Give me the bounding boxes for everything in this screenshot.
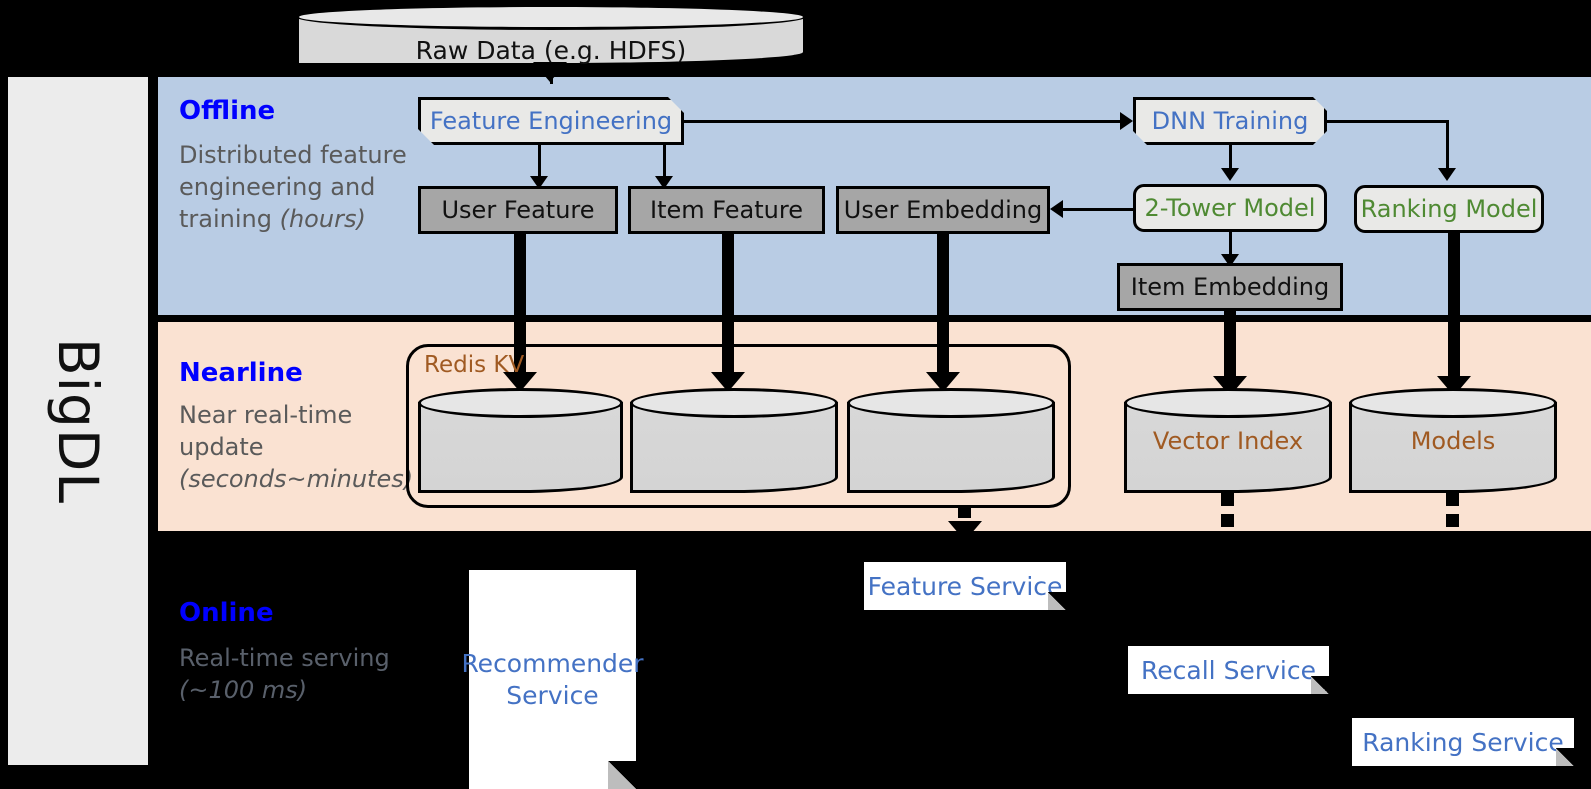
- pipe-rankingmodel-models: [1448, 233, 1460, 383]
- cylinder-top: [418, 388, 623, 418]
- redis-kv-label: Redis KV: [424, 352, 525, 378]
- raw-data-store: Raw Data (e.g. HDFS): [296, 4, 806, 66]
- dashed-stub-vectorindex-2: [1221, 514, 1234, 527]
- node-label: Ranking Model: [1360, 195, 1538, 223]
- node-feature-engineering[interactable]: Feature Engineering: [418, 97, 684, 145]
- models-label: Models: [1410, 426, 1496, 455]
- dashed-stub-models-2: [1446, 514, 1459, 527]
- page-fold-icon: [608, 761, 636, 789]
- arrowhead-dnn-twotower: [1221, 168, 1239, 181]
- arrowhead-pipe-itemfeature: [711, 372, 745, 392]
- connector-dnn-twotower: [1229, 145, 1232, 171]
- band-title-online: Online: [179, 598, 274, 628]
- arrowhead-twotower-userembedding: [1050, 200, 1063, 218]
- arrowhead-dnn-ranking: [1438, 168, 1456, 181]
- band-title-nearline: Nearline: [179, 358, 303, 388]
- arrowhead-fe-itemfeature: [655, 176, 673, 189]
- arrowhead-rawdata-fe: [533, 62, 567, 82]
- node-label: Feature Engineering: [429, 107, 673, 135]
- vector-index-store: Vector Index: [1124, 388, 1332, 493]
- service-label: Recall Service: [1141, 655, 1316, 685]
- node-user-embedding[interactable]: User Embedding: [836, 186, 1050, 234]
- pipe-userfeature-store: [514, 234, 526, 379]
- pipe-itemfeature-store: [722, 234, 734, 379]
- redis-cylinder-3: [847, 388, 1055, 493]
- cylinder-top: [847, 388, 1055, 418]
- connector-twotower-itemembedding: [1229, 232, 1232, 258]
- node-ranking-model[interactable]: Ranking Model: [1354, 185, 1544, 233]
- redis-cylinder-1: [418, 388, 623, 493]
- node-label: 2-Tower Model: [1144, 194, 1316, 222]
- service-feature[interactable]: Feature Service: [864, 562, 1066, 610]
- cylinder-top: [630, 388, 838, 418]
- vector-index-label: Vector Index: [1152, 426, 1304, 455]
- node-label: DNN Training: [1151, 107, 1309, 135]
- connector-fe-dnn: [684, 120, 1120, 123]
- node-label: Item Feature: [650, 196, 803, 224]
- arrowhead-pipe-userembedding: [926, 372, 960, 392]
- node-item-embedding[interactable]: Item Embedding: [1117, 263, 1343, 311]
- node-user-feature[interactable]: User Feature: [418, 186, 618, 234]
- bigdl-rail: BigDL: [8, 77, 148, 765]
- node-item-feature[interactable]: Item Feature: [628, 186, 825, 234]
- arrowhead-fe-dnn: [1120, 112, 1133, 130]
- arrowhead-pipe-userfeature: [503, 372, 537, 392]
- service-label: Ranking Service: [1362, 727, 1564, 757]
- service-label: Recommender Service: [461, 649, 644, 710]
- band-subtitle-nearline: Near real-time update (seconds~minutes): [179, 401, 414, 493]
- connector-dnn-ranking-h: [1327, 120, 1449, 123]
- models-store: Models: [1349, 388, 1557, 493]
- node-label: Item Embedding: [1130, 273, 1330, 301]
- dashed-stub-featureservice: [958, 505, 971, 518]
- arrowhead-fe-userfeature: [530, 176, 548, 189]
- connector-fe-userfeature: [538, 145, 541, 180]
- pipe-userembedding-store: [937, 234, 949, 379]
- dashed-stub-models-1: [1446, 493, 1459, 506]
- service-recommender[interactable]: Recommender Service: [461, 570, 644, 789]
- bigdl-label: BigDL: [46, 338, 110, 504]
- arrowhead-featureservice: [948, 521, 982, 541]
- connector-twotower-userembedding: [1063, 208, 1134, 211]
- redis-cylinder-2: [630, 388, 838, 493]
- redis-kv-group: [406, 344, 1071, 508]
- node-label: User Feature: [441, 196, 595, 224]
- page-fold-icon: [1556, 748, 1574, 766]
- node-label: User Embedding: [843, 196, 1043, 224]
- dashed-stub-vectorindex-1: [1221, 493, 1234, 506]
- pipe-itemembedding-vectorindex: [1224, 311, 1236, 383]
- cylinder-top: [1349, 388, 1557, 418]
- cylinder-top: [296, 4, 806, 30]
- band-title-offline: Offline: [179, 96, 276, 126]
- connector-fe-itemfeature: [663, 145, 666, 180]
- band-subtitle-online: Real-time serving (~100 ms): [179, 644, 390, 704]
- service-ranking[interactable]: Ranking Service: [1352, 718, 1574, 766]
- service-recall[interactable]: Recall Service: [1128, 646, 1329, 694]
- node-dnn-training[interactable]: DNN Training: [1133, 97, 1327, 145]
- page-fold-icon: [1311, 676, 1329, 694]
- cylinder-top: [1124, 388, 1332, 418]
- page-fold-icon: [1048, 592, 1066, 610]
- band-subtitle-offline: Distributed feature engineering and trai…: [179, 141, 407, 233]
- service-label: Feature Service: [867, 571, 1063, 601]
- connector-dnn-ranking-v: [1446, 120, 1449, 170]
- node-two-tower-model[interactable]: 2-Tower Model: [1133, 184, 1327, 232]
- raw-data-label: Raw Data (e.g. HDFS): [415, 36, 687, 65]
